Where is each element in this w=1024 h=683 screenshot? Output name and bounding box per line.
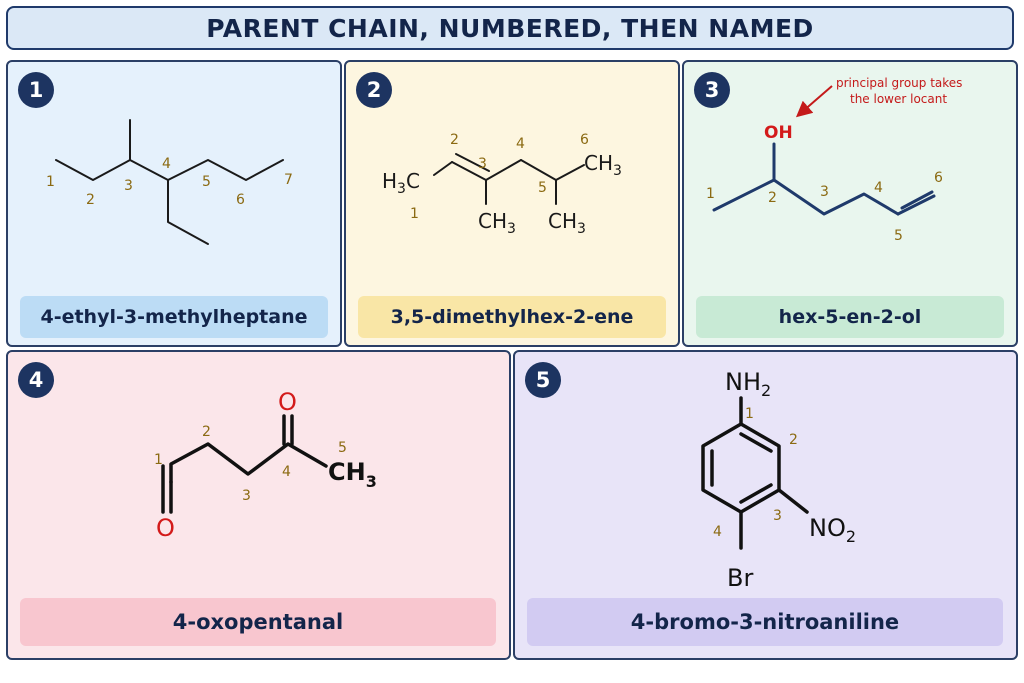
panel-2: 2 H3C CH3 CH3 CH3 1 2 3 4 5 6 3,5-dimeth… — [344, 60, 680, 347]
locant-6: 6 — [934, 170, 943, 186]
locant-2: 2 — [789, 432, 798, 448]
panel-number-badge: 2 — [356, 72, 392, 108]
panel-4: 4 O O CH3 1 2 3 4 5 4-oxopentanal — [6, 350, 511, 660]
structure-3-5-dimethylhex-2-ene: H3C CH3 CH3 CH3 1 2 3 4 5 6 — [382, 132, 622, 237]
locant-2: 2 — [768, 190, 777, 206]
ring-double-1 — [739, 432, 773, 453]
locant-1: 1 — [410, 206, 419, 222]
locant-4: 4 — [713, 524, 722, 540]
locant-1: 1 — [745, 406, 754, 422]
double-bond-b — [900, 190, 934, 210]
locant-4: 4 — [282, 464, 291, 480]
double-bond-a — [451, 161, 487, 181]
atom-oh: OH — [764, 123, 793, 143]
no2-bond — [777, 488, 809, 514]
ring-double-2 — [739, 483, 773, 504]
panel-number-badge: 5 — [525, 362, 561, 398]
panel-3: 3 OH principal group takes the lower loc… — [682, 60, 1018, 347]
locant-2: 2 — [86, 192, 95, 208]
locant-1: 1 — [154, 452, 163, 468]
atom-h3c: H3C — [382, 169, 420, 197]
bond-c4-c5 — [520, 159, 557, 181]
locant-3: 3 — [124, 178, 133, 194]
locant-4: 4 — [874, 180, 883, 196]
locant-2: 2 — [202, 424, 211, 440]
panel-1: 1 1 2 3 4 5 6 7 4-ethyl-3-methylheptane — [6, 60, 342, 347]
atom-ch3-c3: CH3 — [478, 209, 516, 237]
main-chain — [169, 442, 328, 484]
locant-1: 1 — [46, 174, 55, 190]
structure-4-bromo-3-nitroaniline: NH2 NO2 Br 1 2 3 4 — [701, 368, 856, 592]
structure-4-ethyl-3-methylheptane: 1 2 3 4 5 6 7 — [46, 119, 293, 245]
locant-3: 3 — [773, 508, 782, 524]
double-bond-b — [455, 153, 490, 172]
page-title-text: PARENT CHAIN, NUMBERED, THEN NAMED — [206, 13, 814, 43]
atom-no2: NO2 — [809, 514, 856, 546]
compound-name: 4-bromo-3-nitroaniline — [527, 598, 1003, 646]
atom-o-aldehyde: O — [156, 514, 175, 542]
atom-ch3: CH3 — [328, 458, 377, 491]
structure-4-oxopentanal: O O CH3 1 2 3 4 5 — [154, 388, 377, 542]
locant-3: 3 — [820, 184, 829, 200]
bond-c3-c4 — [485, 159, 522, 181]
locant-2: 2 — [450, 132, 459, 148]
page-title: PARENT CHAIN, NUMBERED, THEN NAMED — [6, 6, 1014, 50]
double-bond-a — [896, 194, 936, 216]
note-arrow — [795, 85, 833, 118]
benzene-ring — [701, 422, 781, 514]
locant-6: 6 — [236, 192, 245, 208]
locant-6: 6 — [580, 132, 589, 148]
compound-name: 4-oxopentanal — [20, 598, 496, 646]
atom-br: Br — [727, 564, 753, 592]
bond-c1-c2 — [433, 161, 453, 176]
locant-3: 3 — [478, 156, 487, 172]
locant-5: 5 — [202, 174, 211, 190]
compound-name: 3,5-dimethylhex-2-ene — [358, 296, 666, 338]
note-line-2: the lower locant — [850, 92, 947, 106]
compound-name: hex-5-en-2-ol — [696, 296, 1004, 338]
locant-4: 4 — [516, 136, 525, 152]
panel-number-badge: 1 — [18, 72, 54, 108]
locant-4: 4 — [162, 156, 171, 172]
locant-5: 5 — [538, 180, 547, 196]
ethyl-branch — [167, 179, 209, 245]
note-line-1: principal group takes — [836, 76, 962, 90]
panel-number-badge: 3 — [694, 72, 730, 108]
atom-ch3-c5: CH3 — [548, 209, 586, 237]
panel-number-badge: 4 — [18, 362, 54, 398]
locant-3: 3 — [242, 488, 251, 504]
locant-5: 5 — [894, 228, 903, 244]
atom-o-ketone: O — [278, 388, 297, 416]
structure-hex-5-en-2-ol: OH principal group takes the lower locan… — [706, 76, 962, 244]
bond-c5-c6 — [555, 164, 585, 181]
main-chain — [712, 178, 900, 216]
atom-nh2: NH2 — [725, 368, 771, 400]
panel-5: 5 NH2 NO2 Br 1 2 3 4 4-bromo-3-nitroanil… — [513, 350, 1018, 660]
locant-1: 1 — [706, 186, 715, 202]
compound-name: 4-ethyl-3-methylheptane — [20, 296, 328, 338]
locant-7: 7 — [284, 172, 293, 188]
atom-ch3-c6: CH3 — [584, 151, 622, 179]
locant-5: 5 — [338, 440, 347, 456]
